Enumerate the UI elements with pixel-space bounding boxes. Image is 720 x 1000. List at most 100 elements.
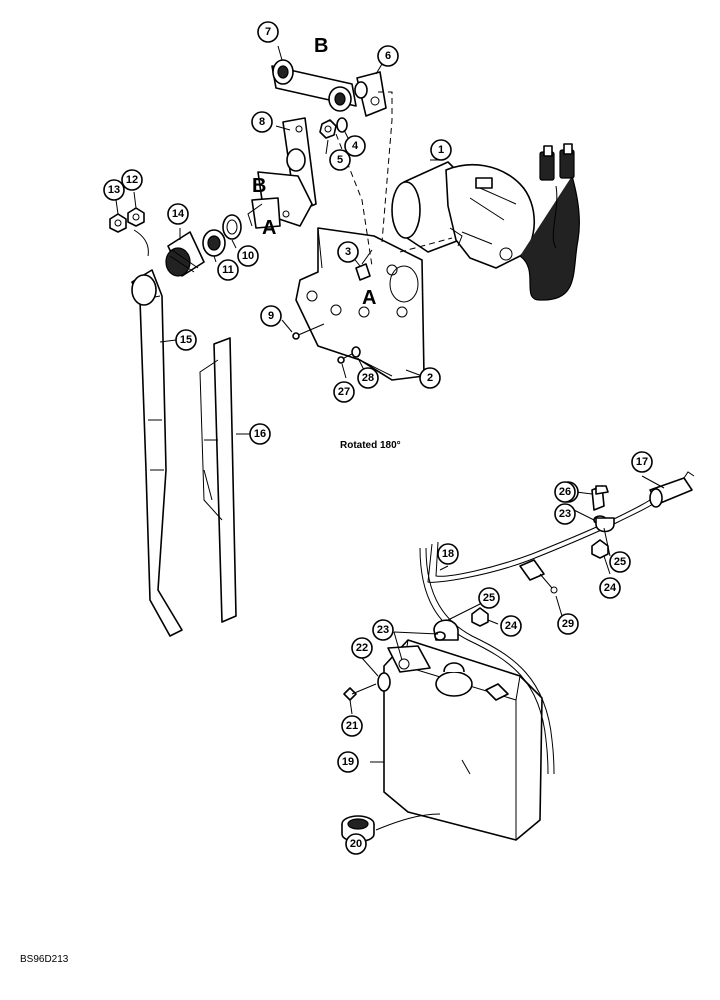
callout-circle [249, 423, 271, 445]
callout-16: 16 [249, 423, 271, 445]
callout-23: 23 [554, 503, 576, 525]
callout-25: 25 [609, 551, 631, 573]
callout-13: 13 [103, 179, 125, 201]
callout-number: 16 [254, 428, 266, 440]
callout-circle [554, 503, 576, 525]
callout-28: 28 [357, 367, 379, 389]
nut-part [202, 229, 226, 257]
callout-circle [437, 543, 459, 565]
callout-29: 29 [557, 613, 579, 635]
callout-circle [333, 381, 355, 403]
callout-circle [419, 367, 441, 389]
callout-8: 8 [251, 111, 273, 133]
callout-circle [557, 613, 579, 635]
callout-circle [217, 259, 239, 281]
callout-4: 4 [344, 135, 366, 157]
callout-circle [251, 111, 273, 133]
bolt-part [355, 249, 373, 281]
callout-circle [341, 715, 363, 737]
callout-circle [554, 481, 576, 503]
callout-number: 13 [108, 184, 120, 196]
callout-6: 6 [377, 45, 399, 67]
callout-number: 27 [338, 386, 350, 398]
callout-circle [103, 179, 125, 201]
callout-21: 21 [341, 715, 363, 737]
linkage-bar-part [271, 59, 357, 112]
leader-lines [115, 45, 665, 840]
callout-number: 9 [268, 310, 274, 322]
callout-number: 21 [346, 720, 358, 732]
callout-circle [609, 551, 631, 573]
wiper-arm-part [131, 269, 183, 637]
mount-plate-part [295, 227, 425, 381]
callout-number: 7 [265, 26, 271, 38]
callout-number: 28 [362, 372, 374, 384]
mid-crank-part [282, 117, 317, 213]
callout-number: 19 [342, 756, 354, 768]
letter-b-mid: B [252, 175, 266, 197]
washer-hose-part [419, 495, 657, 775]
callout-23: 23 [372, 619, 394, 641]
callout-circle [345, 833, 367, 855]
callout-circle [478, 587, 500, 609]
callout-number: 25 [483, 592, 495, 604]
hose-clamps-part [433, 485, 615, 641]
wire-harness-part [519, 143, 580, 301]
callout-circle [167, 203, 189, 225]
callout-number: 18 [442, 548, 454, 560]
callout-24: 24 [500, 615, 522, 637]
callout-24: 24 [599, 577, 621, 599]
callout-17: 17 [631, 451, 653, 473]
callout-12: 12 [121, 169, 143, 191]
callout-circle [329, 149, 351, 171]
callout-circle [121, 169, 143, 191]
callout-1: 1 [430, 139, 452, 161]
wiper-motor-part [391, 161, 536, 269]
callout-14: 14 [167, 203, 189, 225]
callout-number: 23 [377, 624, 389, 636]
callout-number: 4 [352, 140, 359, 152]
letter-a-plate: A [362, 287, 376, 309]
small-nuts-part [109, 207, 149, 257]
callout-number: 10 [242, 250, 254, 262]
callout-circle [337, 241, 359, 263]
callout-number: 24 [604, 582, 617, 594]
letter-markers: B B A A [252, 35, 376, 309]
callout-9: 9 [260, 305, 282, 327]
callout-number: 29 [562, 618, 574, 630]
washer-nozzle-part [649, 471, 695, 508]
callout-circle [631, 451, 653, 473]
callout-circle [599, 577, 621, 599]
letter-a-shaft: A [262, 217, 276, 239]
callout-number: 2 [427, 372, 433, 384]
callout-11: 11 [217, 259, 239, 281]
callout-26: 26 [554, 481, 576, 503]
callout-number: 1 [438, 144, 444, 156]
callout-circle [260, 305, 282, 327]
letter-b-top: B [314, 35, 328, 57]
callout-circle [337, 751, 359, 773]
callout-15: 15 [175, 329, 197, 351]
callout-number: 3 [345, 246, 351, 258]
callout-circle [344, 135, 366, 157]
callout-7: 7 [257, 21, 279, 43]
callout-number: 23 [559, 508, 571, 520]
washer-reservoir-part [383, 639, 543, 841]
callout-number: 8 [259, 116, 265, 128]
callout-number: 11 [222, 264, 234, 276]
washer-part [222, 214, 242, 240]
callouts-group: 1234567891011121314151617181920212223232… [103, 21, 653, 855]
callout-number: 25 [614, 556, 626, 568]
callout-number: 22 [356, 642, 368, 654]
callout-number: 17 [636, 456, 648, 468]
tank-bolt-part [343, 672, 391, 701]
callout-18: 18 [437, 543, 459, 565]
callout-number: 24 [505, 620, 518, 632]
figure-code: BS96D213 [20, 954, 69, 965]
callout-3: 3 [337, 241, 359, 263]
callout-circle [357, 367, 379, 389]
callout-22: 22 [351, 637, 373, 659]
wiper-blade-part [199, 337, 237, 623]
callout-number: 5 [337, 154, 343, 166]
